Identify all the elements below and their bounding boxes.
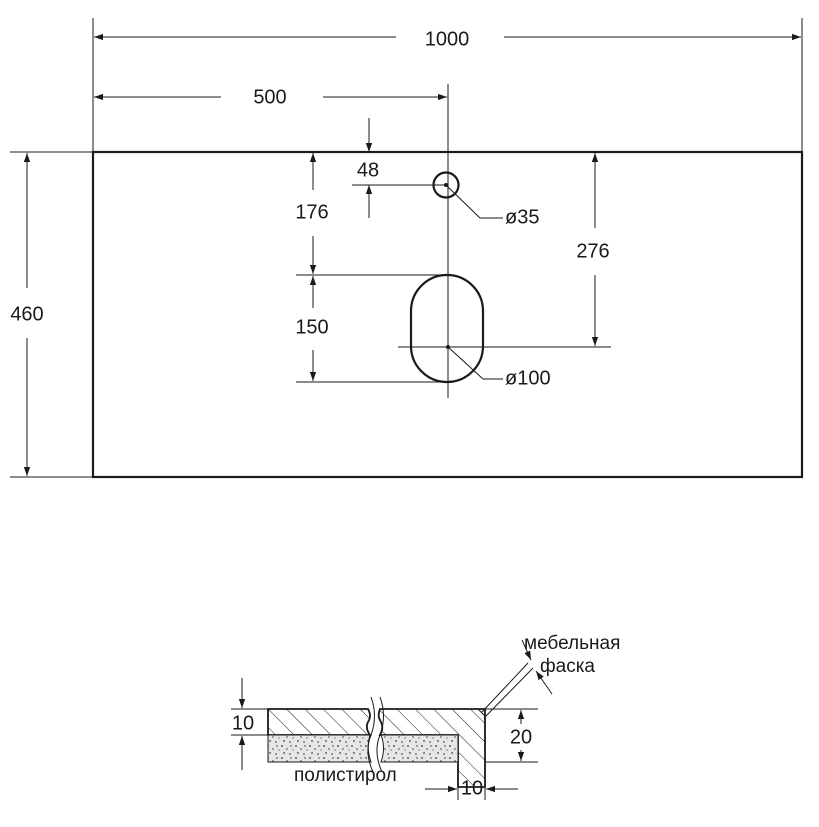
tap-hole-leader: [445, 184, 481, 219]
dim-sink-center: 276: [576, 240, 609, 262]
chamfer-leader-1: [481, 662, 529, 713]
chamfer-arrow-bottom: [535, 670, 553, 695]
tap-hole: [432, 171, 460, 199]
dim-slab-thickness: 10: [232, 712, 254, 734]
dim-depth: 460: [10, 303, 43, 325]
sink-leader: [447, 346, 484, 380]
top-slab-left: [267, 708, 372, 736]
countertop-outline: [91, 150, 804, 479]
dim-width: 1000: [425, 28, 470, 50]
chamfer-leader-2: [485, 667, 534, 717]
dim-half-width: 500: [253, 86, 286, 108]
dim-hole-offset: 48: [357, 159, 379, 181]
foam-core-left: [267, 734, 372, 763]
section-detail: 10 20 10 мебельная фаска полистирол: [231, 633, 620, 800]
break-line-left: [367, 696, 375, 773]
dim-edge-width: 10: [461, 777, 483, 799]
chamfer-arrow-top: [521, 639, 532, 661]
dim-hole-diameter: ø35: [505, 206, 539, 228]
break-line-right: [376, 696, 384, 773]
foam-core-right: [380, 734, 459, 763]
chamfer-label-line1: мебельная: [524, 633, 620, 654]
chamfer-label-line2: фаска: [540, 656, 595, 677]
sink-cutout: [409, 273, 485, 384]
dim-edge-height: 20: [510, 726, 532, 748]
core-label: полистирол: [294, 765, 397, 786]
chamfer-edge: [477, 708, 486, 717]
dim-sink-offset: 176: [295, 201, 328, 223]
dim-sink-diameter: ø100: [505, 367, 551, 389]
top-view: 1000 500 460 ø35 48 176 150: [10, 18, 804, 479]
dim-sink-length: 150: [295, 316, 328, 338]
